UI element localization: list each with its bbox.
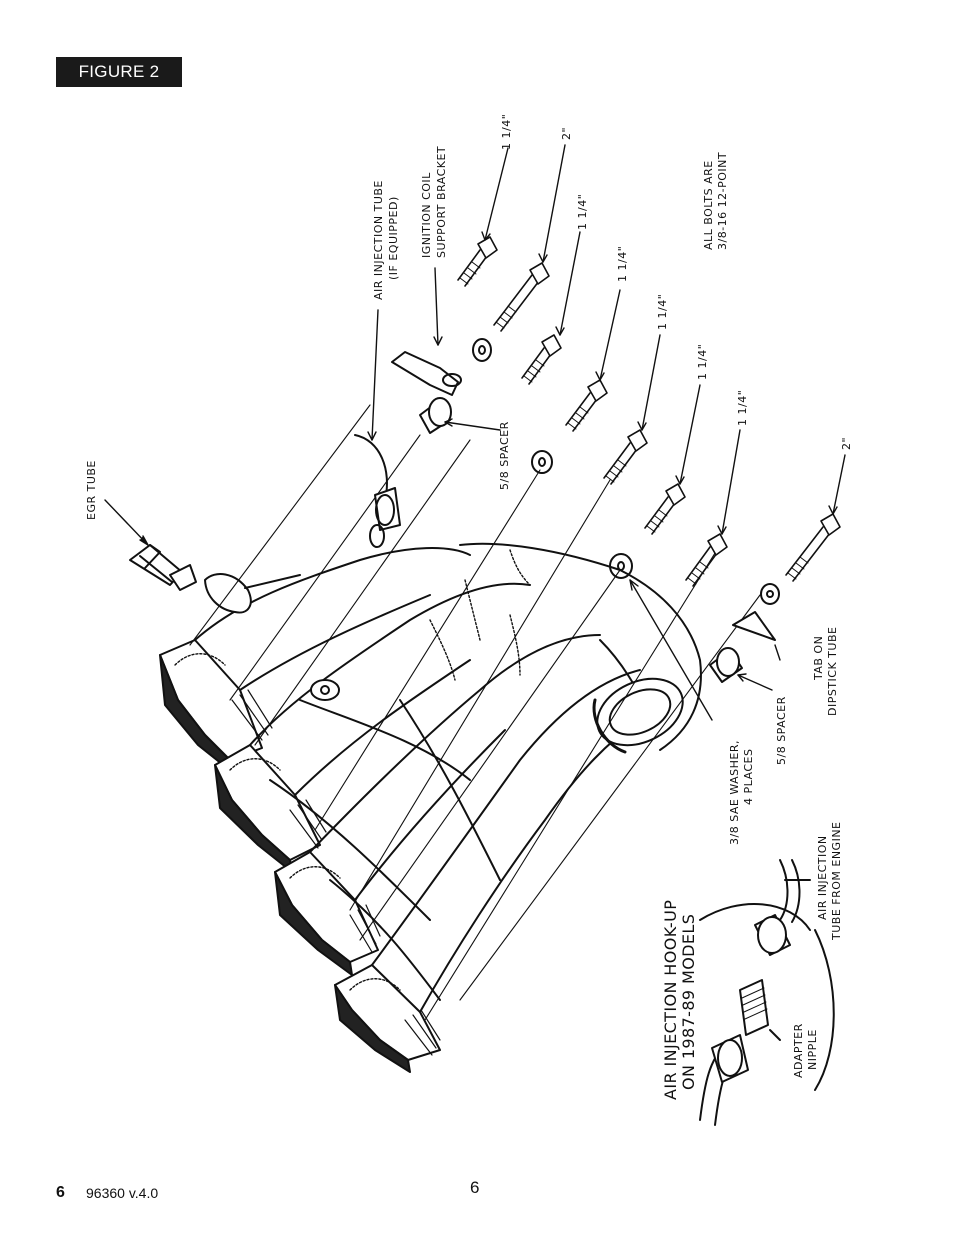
bolts [457, 236, 841, 587]
tab-label: TAB ON [812, 636, 825, 681]
spacer-top [419, 397, 452, 434]
ignition-coil-bracket [391, 351, 462, 396]
bolt-8 [785, 513, 841, 582]
egr-tube [129, 544, 197, 591]
bolt-3-length: 1 1/4" [576, 194, 589, 230]
bolt-2 [493, 262, 550, 332]
spacer-bottom-label: 5/8 SPACER [775, 696, 788, 765]
bolt-1 [457, 236, 498, 287]
air-injection-tube [354, 434, 401, 548]
alignment-lines [189, 404, 761, 1021]
air-injection-tube-label: AIR INJECTION TUBE [372, 180, 385, 300]
washer-label: 3/8 SAE WASHER, [728, 740, 741, 845]
bolts-note-sub: 3/8-16 12-POINT [716, 152, 729, 250]
air-tube-engine-sub: TUBE FROM ENGINE [830, 821, 843, 941]
air-injection-tube-sub: (IF EQUIPPED) [387, 196, 400, 280]
collector-outlet [596, 677, 684, 747]
bolt-1-length: 1 1/4" [500, 114, 513, 150]
bolts-note: ALL BOLTS ARE [702, 160, 715, 250]
bolt-4-length: 1 1/4" [616, 246, 629, 282]
footer-center-page: 6 [470, 1178, 480, 1197]
leader-lines [104, 144, 846, 721]
spacer-bottom [709, 647, 743, 683]
bolt-8-length: 2" [840, 437, 853, 450]
bolt-7-length: 1 1/4" [736, 390, 749, 426]
egr-boss [204, 573, 252, 614]
egr-tube-label: EGR TUBE [85, 460, 98, 520]
bolt-5-length: 1 1/4" [656, 294, 669, 330]
inset-hookup [699, 859, 835, 1126]
spacer-top-label: 5/8 SPACER [498, 421, 511, 490]
hookup-title: AIR INJECTION HOOK-UP [661, 900, 680, 1100]
bolt-4 [565, 379, 608, 432]
washers [472, 338, 780, 605]
bolt-3 [521, 334, 562, 385]
hookup-subtitle: ON 1987-89 MODELS [679, 914, 698, 1090]
adapter-label: ADAPTER [792, 1023, 805, 1078]
bolt-7 [685, 533, 728, 587]
exhaust-manifold [159, 542, 702, 1073]
air-tube-engine-label: AIR INJECTION [816, 835, 829, 920]
mounting-lug [310, 679, 340, 701]
bolt-5 [603, 429, 648, 485]
bolt-6 [644, 483, 686, 535]
ignition-coil-sub: SUPPORT BRACKET [435, 146, 448, 258]
adapter-sub: NIPPLE [806, 1029, 819, 1070]
figure-label: FIGURE 2 [56, 57, 182, 87]
tab-sub: DIPSTICK TUBE [826, 627, 839, 716]
ignition-coil-label: IGNITION COIL [420, 172, 433, 258]
washer-sub: 4 PLACES [742, 749, 755, 805]
footer-doc-id: 96360 v.4.0 [86, 1185, 159, 1201]
bolt-2-length: 2" [560, 127, 573, 140]
bolt-6-length: 1 1/4" [696, 344, 709, 380]
footer-page-number: 6 [56, 1184, 65, 1201]
dipstick-tab [732, 611, 776, 641]
